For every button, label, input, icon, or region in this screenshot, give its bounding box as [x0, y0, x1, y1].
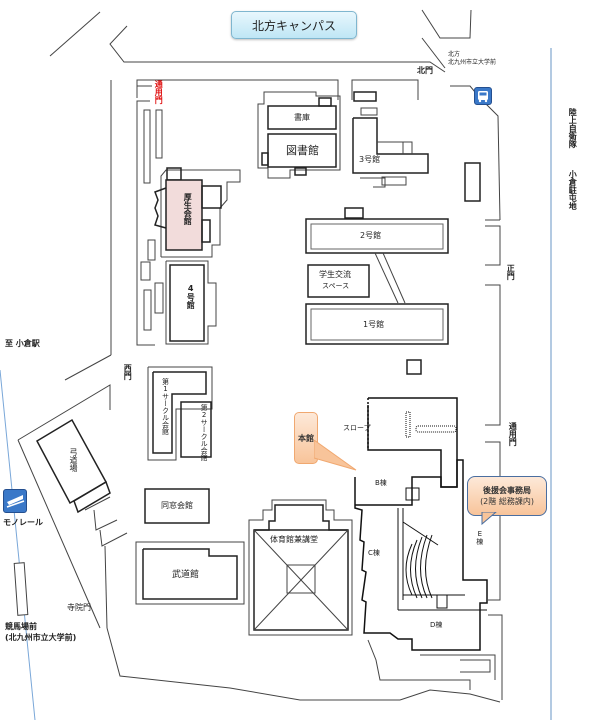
monorail-line — [0, 369, 36, 721]
bldg1-label: 1号館 — [363, 320, 385, 329]
to-kokura-label: 至 小倉駅 — [5, 339, 40, 348]
monorail-label: モノレール — [3, 518, 43, 527]
budokan-label: 武道館 — [172, 570, 200, 580]
bus-stop-label-2: 北九州市立大学前 — [448, 59, 497, 66]
gym-label: 体育館兼講堂 — [270, 535, 318, 544]
station-platform — [13, 562, 29, 616]
bldg1-outline — [305, 303, 449, 375]
main-building-outline — [354, 397, 496, 690]
circle2-label: 第2サークル会館 — [200, 404, 209, 461]
wing-b-label: B棟 — [375, 479, 387, 487]
bus-stop-label-1: 北方 — [448, 51, 461, 58]
alumni-office-callout: 後援会事務局 (2階 総務課内) — [467, 476, 547, 516]
wing-e-label: E棟 — [475, 530, 484, 545]
main-building-callout-text: 本館 — [298, 433, 314, 443]
student-space-outline — [307, 264, 370, 298]
station-label-1: 競馬場前 — [5, 622, 37, 631]
student-space-label-1: 学生交流 — [319, 270, 351, 279]
bldg2-label: 2号館 — [360, 231, 382, 240]
wing-d-label: D棟 — [430, 621, 443, 629]
monorail-icon — [3, 489, 27, 513]
west-gate-label: 西門 — [123, 364, 133, 380]
bldg4-label: 4号館 — [186, 284, 196, 309]
alumni-office-callout-tail — [481, 512, 497, 526]
north-gate-label: 北門 — [417, 66, 433, 75]
bldg3-label: 3号館 — [359, 155, 381, 164]
stack-room-label: 書庫 — [294, 113, 310, 122]
sdf-label-1: 陸上自衛隊 — [568, 108, 578, 148]
temple-gate-label: 寺院門 — [67, 603, 91, 612]
bldg2-outline — [305, 207, 449, 304]
budokan-outline — [135, 541, 245, 605]
campus-fence-top — [136, 79, 419, 240]
alumni-office-line1: 後援会事務局 — [483, 486, 531, 495]
bldg3-outline — [352, 107, 481, 202]
bus-icon — [474, 87, 492, 105]
slope-label: スロープ — [343, 424, 371, 432]
circle-halls-outline — [147, 366, 213, 461]
archery-label: 弓道場 — [69, 448, 78, 472]
bldg4-outline — [165, 260, 217, 345]
alumni-office-line2: (2階 総務課内) — [480, 497, 534, 506]
library-outline — [257, 91, 377, 179]
welfare-hall-label: 厚生会館 — [183, 193, 193, 225]
circle1-label: 第1サークル会館 — [161, 378, 170, 435]
sdf-label-2: 小倉駐屯地 — [568, 170, 578, 210]
gym-outline — [248, 499, 353, 636]
archery-outline — [36, 418, 128, 629]
alumni-hall-label: 同窓会館 — [161, 501, 193, 510]
main-gate-label: 正門 — [506, 264, 516, 280]
welfare-hall-outline — [154, 167, 241, 258]
campus-fence-right — [450, 85, 503, 700]
wing-c-label: C棟 — [368, 549, 380, 557]
station-label-2: (北九州市立大学前) — [5, 633, 77, 642]
student-space-label-2: スペース — [322, 282, 350, 290]
service-gate-right-label: 通用門 — [508, 422, 518, 446]
road-lines — [17, 9, 501, 703]
main-building-callout-tail — [314, 440, 357, 471]
alumni-hall-outline — [144, 488, 210, 524]
map-title-button: 北方キャンパス — [231, 11, 357, 39]
library-label: 図書館 — [286, 144, 319, 157]
service-gate-top-label: 通用門 — [154, 80, 164, 104]
